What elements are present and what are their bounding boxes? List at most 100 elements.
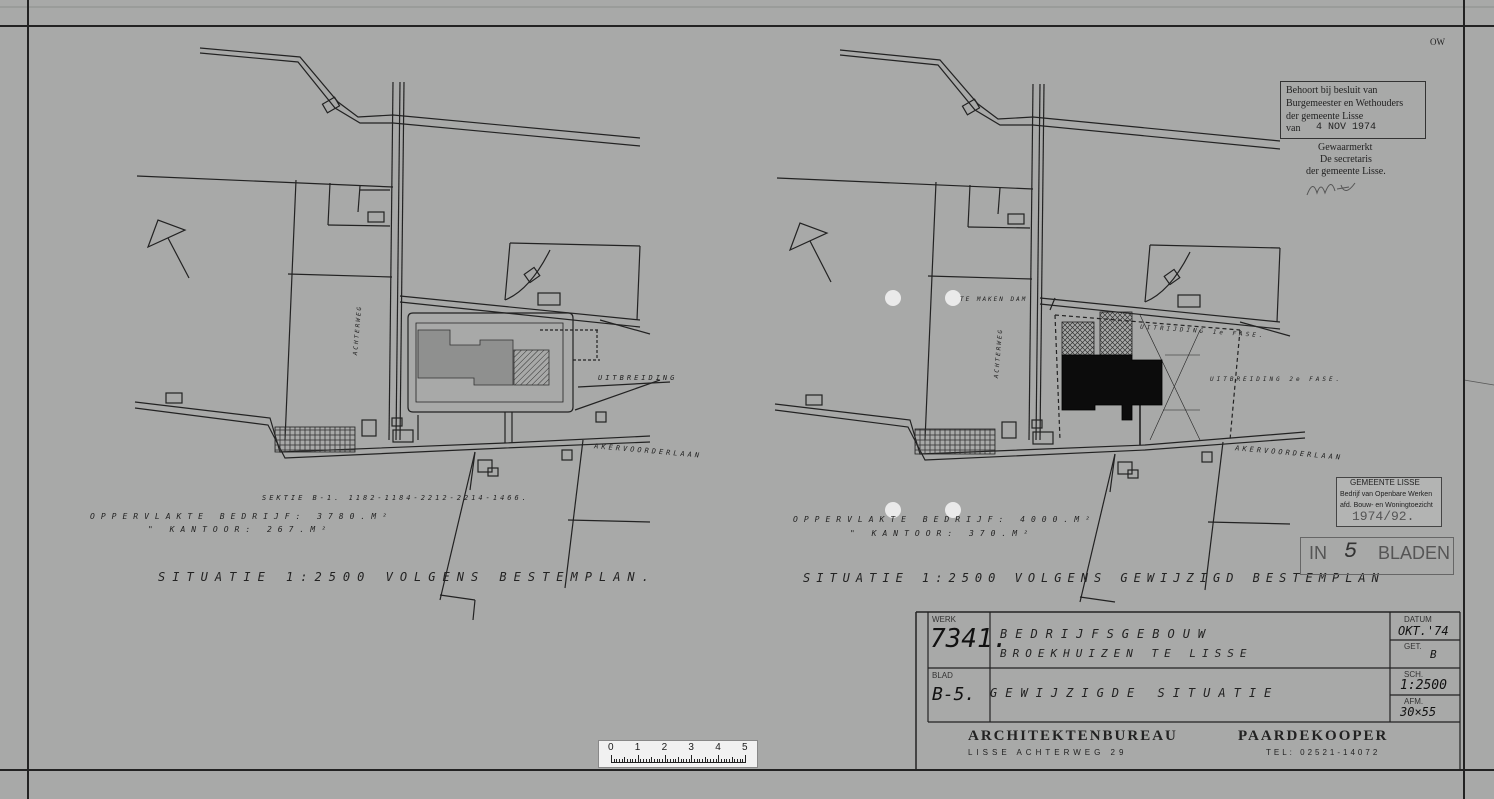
scale-tick-mark: [702, 759, 704, 763]
scale-tick-mark: [643, 759, 645, 763]
scale-tick-mark: [669, 759, 671, 763]
project-line1: BEDRIJFSGEBOUW: [1000, 627, 1214, 641]
scale-tick-mark: [637, 755, 639, 763]
scale-tick-mark: [718, 755, 720, 763]
scale-tick-mark: [675, 759, 677, 763]
scale-tick-mark: [661, 759, 663, 763]
left-site-plan: [134, 47, 671, 621]
blad-label: BLAD: [932, 671, 953, 680]
scale-baseline: [611, 762, 745, 763]
scale-tick-mark: [613, 759, 615, 763]
scale-tick-mark: [656, 759, 658, 763]
approval-line1: Behoort bij besluit van: [1286, 85, 1378, 96]
left-extension-label: UITBREIDING: [598, 374, 678, 382]
scale-tick-mark: [616, 759, 618, 763]
right-building-cross-1: [1061, 321, 1095, 356]
scale-tick-mark: [694, 759, 696, 763]
scale-tick-mark: [736, 759, 738, 763]
scale-tick-mark: [648, 759, 650, 763]
scale-tick-mark: [640, 759, 642, 763]
scale-tick-mark: [710, 759, 712, 763]
right-houses-row: [914, 428, 996, 455]
firm-phone: TEL: 02521-14072: [1266, 748, 1381, 757]
blad-value: B-5.: [932, 684, 976, 705]
corner-mark: OW: [1430, 37, 1445, 47]
in-bladen-stamp: [1300, 537, 1454, 575]
scale-tick-label: 0: [608, 742, 614, 753]
in-bladen-number: 5: [1344, 539, 1358, 564]
firm-name-right: PAARDEKOOPER: [1238, 728, 1389, 744]
scale-tick-mark: [712, 759, 714, 763]
right-building-solid: [1061, 354, 1163, 421]
scale-tick-mark: [726, 759, 728, 763]
left-area-kantoor: " KANTOOR: 267.M²: [148, 525, 332, 534]
left-building: [417, 329, 514, 386]
scale-tick-mark: [723, 759, 725, 763]
scale-tick-label: 5: [742, 742, 748, 753]
scale-tick-mark: [624, 757, 626, 763]
scale-tick-mark: [728, 759, 730, 763]
scale-tick-mark: [745, 755, 746, 763]
right-site-plan: [774, 49, 1306, 603]
punch-hole: [885, 290, 901, 306]
left-sectie-text: SEKTIE B-1. 1182-1184-2212-2214-1466.: [262, 494, 529, 502]
scale-tick-mark: [645, 759, 647, 763]
municipal-line2: afd. Bouw- en Woningtoezicht: [1340, 502, 1433, 509]
approval-line2: Burgemeester en Wethouders: [1286, 98, 1404, 109]
scale-tick-label: 4: [715, 742, 721, 753]
left-plan-title: SITUATIE 1:2500 VOLGENS BESTEMPLAN.: [158, 570, 656, 584]
scale-tick-mark: [680, 759, 682, 763]
right-extension-label: UITBREIDING 2e FASE.: [1210, 376, 1343, 383]
scale-tick-mark: [667, 759, 669, 763]
approval-line4-prefix: van: [1286, 123, 1301, 134]
scale-tick-mark: [629, 759, 631, 763]
scale-tick-mark: [672, 759, 674, 763]
datum-value: OKT.'74: [1398, 624, 1449, 638]
approval-line6: De secretaris: [1320, 154, 1372, 165]
right-dam-label: TE MAKEN DAM: [960, 296, 1028, 303]
scale-tick-mark: [720, 759, 722, 763]
scale-tick-mark: [734, 759, 736, 763]
punch-hole: [945, 502, 961, 518]
title-block-grid: [927, 612, 1461, 770]
approval-stamp: [1280, 81, 1426, 139]
get-value: B: [1430, 648, 1437, 661]
scale-tick-mark: [704, 757, 706, 763]
scale-tick-label: 3: [688, 742, 694, 753]
sch-label: SCH.: [1404, 670, 1424, 679]
scale-tick-mark: [691, 755, 693, 763]
scale-tick-mark: [742, 759, 744, 763]
scale-tick-mark: [611, 755, 612, 763]
scale-tick-label: 2: [661, 742, 668, 753]
scale-tick-mark: [664, 755, 666, 763]
municipal-title: GEMEENTE LISSE: [1350, 478, 1420, 487]
punch-hole: [945, 290, 961, 306]
scale-tick-mark: [678, 757, 679, 763]
in-bladen-in: IN: [1309, 543, 1327, 563]
scale-tick-mark: [619, 759, 621, 763]
north-arrow-right: [788, 222, 832, 283]
scale-tick-mark: [686, 759, 688, 763]
approval-date: 4 NOV 1974: [1316, 122, 1377, 133]
scale-tick-mark: [715, 759, 717, 763]
left-houses-row: [274, 426, 356, 453]
scale-tick-mark: [651, 757, 653, 763]
approval-line7: der gemeente Lisse.: [1306, 166, 1386, 177]
werk-number: 7341.: [930, 624, 1009, 654]
scale-tick-mark: [632, 759, 634, 763]
scale-tick-mark: [699, 759, 701, 763]
scale-tick-mark: [627, 759, 629, 763]
scale-tick-mark: [731, 757, 733, 763]
left-area-bedrijf: OPPERVLAKTE BEDRIJF: 3780.M²: [90, 512, 393, 521]
approval-line3: der gemeente Lisse: [1286, 111, 1364, 122]
punch-hole: [885, 502, 901, 518]
scale-tick-mark: [696, 759, 698, 763]
scale-tick-mark: [635, 759, 637, 763]
scale-tick-mark: [688, 759, 690, 763]
scale-tick-mark: [621, 759, 623, 763]
